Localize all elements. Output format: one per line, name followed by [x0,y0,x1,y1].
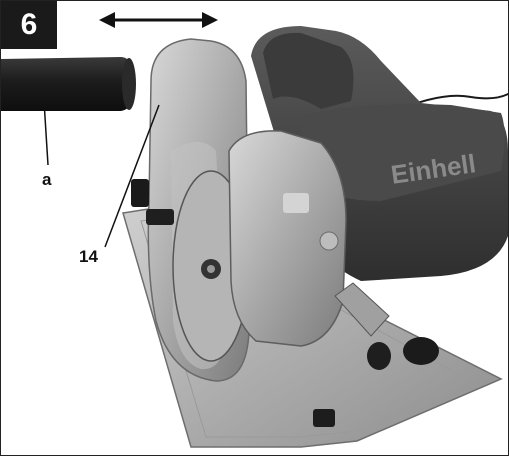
figure-number: 6 [1,1,57,49]
depth-lever [334,282,439,370]
vacuum-hose [1,57,136,111]
double-arrow-icon [99,12,218,28]
callout-label-a: a [42,170,52,189]
callout-label-14: 14 [79,247,98,266]
grip-handle [263,32,354,110]
leader-line-a [43,100,49,166]
leader-line-14 [104,104,160,248]
adjustment-knob [131,179,174,225]
gear-housing [228,130,347,347]
